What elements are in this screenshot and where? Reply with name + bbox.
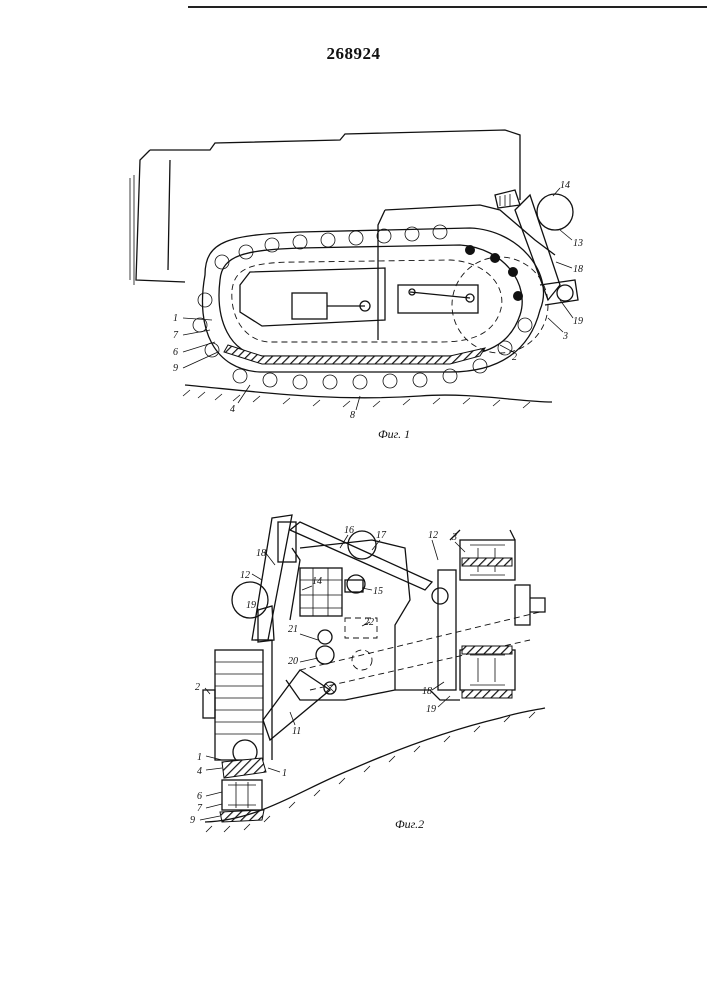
callout-18-top: 18	[256, 548, 266, 559]
callout-7: 7	[173, 330, 179, 341]
callout-4: 4	[197, 766, 202, 777]
callout-9: 9	[173, 363, 178, 374]
figure-2-caption: Фиг.2	[395, 817, 424, 831]
hydraulic-cylinder-left	[292, 293, 327, 319]
track-outline	[202, 228, 543, 372]
callout-12-left: 12	[240, 570, 250, 581]
callout-19: 19	[573, 316, 583, 327]
right-track-lower	[460, 650, 515, 690]
callout-13: 13	[573, 238, 583, 249]
callout-2: 2	[512, 352, 517, 363]
figure-1-caption: Фиг. 1	[378, 427, 410, 441]
callout-1: 1	[173, 313, 178, 324]
callout-20: 20	[288, 656, 298, 667]
callout-6: 6	[173, 347, 178, 358]
callout-18-bottom: 18	[422, 686, 432, 697]
callout-17: 17	[376, 530, 387, 541]
callout-6: 6	[197, 791, 202, 802]
tread-hatched	[224, 345, 485, 364]
callout-9: 9	[190, 815, 195, 826]
callout-22: 22	[364, 617, 374, 628]
callout-19-left: 19	[246, 600, 256, 611]
drive-sprocket	[452, 257, 548, 353]
callout-15: 15	[373, 586, 383, 597]
callout-3: 3	[451, 532, 457, 543]
callout-11: 11	[292, 726, 301, 737]
callout-19-bottom: 19	[426, 704, 436, 715]
callout-1-left: 1	[197, 752, 202, 763]
callout-3: 3	[562, 331, 568, 342]
callout-4: 4	[230, 404, 235, 415]
callout-2: 2	[195, 682, 200, 693]
left-track-assembly	[215, 650, 263, 760]
callout-14: 14	[560, 180, 570, 191]
callout-18: 18	[573, 264, 583, 275]
callout-21: 21	[288, 624, 298, 635]
figure-1-drawing: 1 7 6 9 4 8 2 3 19 18 13 14 Фиг. 1	[130, 130, 583, 441]
callout-14: 14	[312, 576, 322, 587]
upper-frame	[378, 205, 555, 340]
callout-1-right: 1	[282, 768, 287, 779]
callout-12-right: 12	[428, 530, 438, 541]
figure-2-drawing: 16 17 12 3 18 12 14 15 19 22 21 20 2 11 …	[190, 515, 545, 832]
callout-16: 16	[344, 525, 354, 536]
pulley-14	[537, 194, 573, 230]
chassis-plate	[240, 268, 385, 326]
callout-7: 7	[197, 803, 203, 814]
callout-8: 8	[350, 410, 355, 421]
